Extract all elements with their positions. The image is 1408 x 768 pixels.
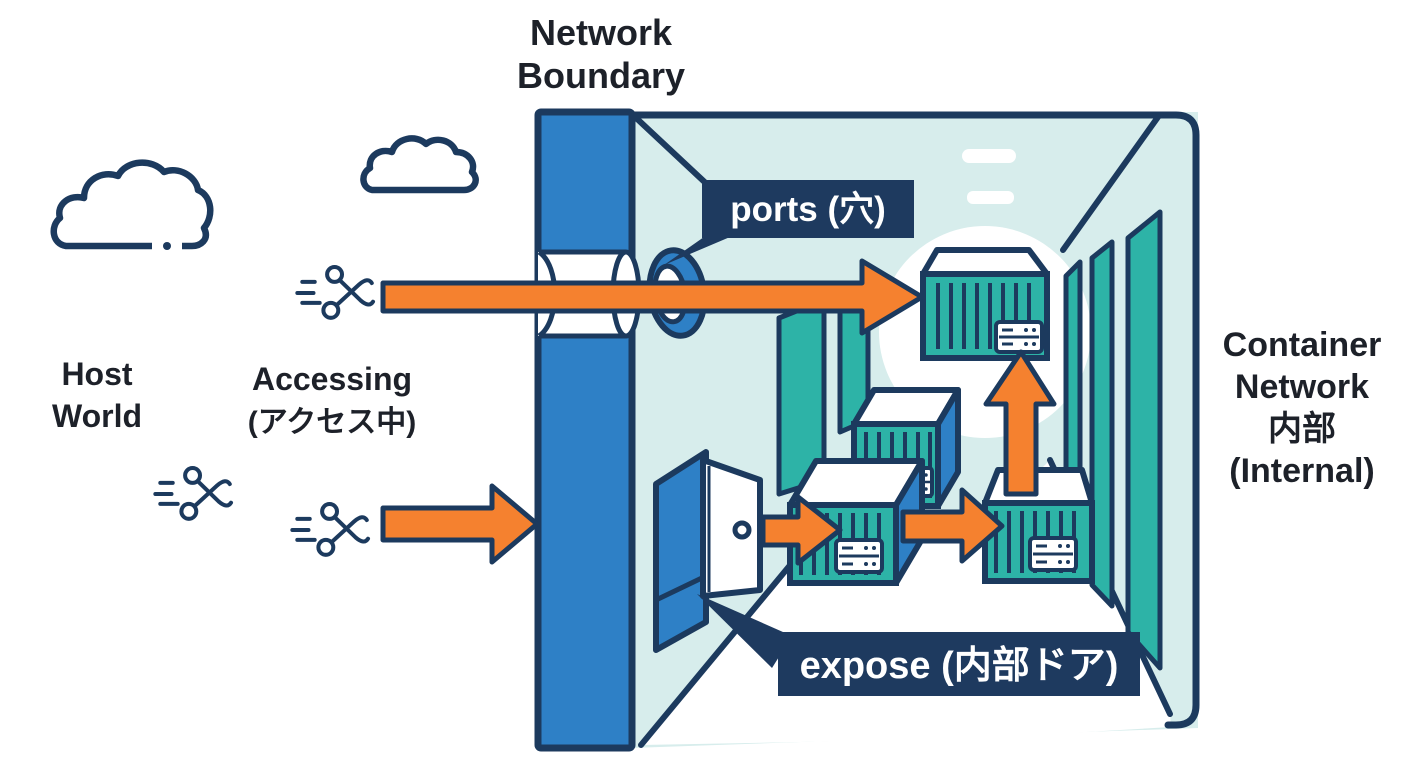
server-dots xyxy=(864,546,877,566)
container-network-line4: (Internal) xyxy=(1229,452,1374,490)
accessing-label: Accessing (アクセス中) xyxy=(248,361,416,439)
packet-icon xyxy=(155,468,231,519)
door-knob xyxy=(732,520,752,540)
door-panel xyxy=(700,457,763,599)
arrow-blocked-by-wall xyxy=(380,483,540,565)
server-rack-icon xyxy=(994,320,1044,354)
container-lid xyxy=(920,247,1050,277)
container-network-label: Container Network 内部 (Internal) xyxy=(1223,326,1382,490)
room-border xyxy=(628,111,1200,729)
host-world-line1: Host xyxy=(61,356,132,392)
server-lines xyxy=(999,328,1039,346)
expose-badge-tail xyxy=(697,594,792,668)
ceiling-light-icon xyxy=(962,149,1016,163)
traffic-arrows xyxy=(380,258,1057,566)
expose-badge-box xyxy=(778,632,1140,696)
arrow-through-port xyxy=(380,258,925,336)
container-icon xyxy=(920,247,1050,361)
container-network-line1: Container xyxy=(1223,326,1382,364)
ports-badge-label: ports (穴) xyxy=(730,190,886,229)
expose-badge: expose (内部ドア) xyxy=(697,594,1140,696)
container-ribs xyxy=(936,283,1031,349)
server-lines xyxy=(839,546,879,566)
ceiling-edge-right xyxy=(1060,114,1161,253)
cloud-icon xyxy=(360,135,479,194)
network-boundary-wall xyxy=(534,108,642,752)
server-dots xyxy=(1024,328,1037,346)
ports-badge: ports (穴) xyxy=(664,180,914,265)
server-dots xyxy=(1058,544,1071,564)
port-tunnel-edges xyxy=(539,249,626,339)
ceiling-light-icon xyxy=(967,191,1014,204)
arrow-door-to-container xyxy=(760,494,843,566)
server-lines xyxy=(1033,544,1073,564)
network-boundary-line2: Boundary xyxy=(517,55,685,96)
arrow-container-to-container xyxy=(900,487,1005,564)
cloud-icon xyxy=(50,159,214,250)
accessing-line1: Accessing xyxy=(252,361,412,397)
network-boundary-line1: Network xyxy=(530,12,673,53)
clouds xyxy=(50,135,479,250)
wall-panel xyxy=(1089,239,1115,609)
cloud-base-dot xyxy=(163,242,171,250)
container-network-line3: 内部 xyxy=(1268,410,1336,448)
door-threshold xyxy=(654,573,708,603)
expose-badge-label: expose (内部ドア) xyxy=(800,645,1119,687)
door-icon xyxy=(653,449,763,653)
wall-panel xyxy=(1125,209,1163,671)
network-boundary-label: Network Boundary xyxy=(517,12,685,96)
floor-edge-left xyxy=(638,555,799,748)
host-world-line2: World xyxy=(52,398,142,434)
container-network-line2: Network xyxy=(1235,368,1369,406)
accessing-line2: (アクセス中) xyxy=(248,406,416,439)
server-rack-icon xyxy=(1028,536,1078,572)
arrow-up-to-container xyxy=(983,349,1057,497)
ports-badge-tail xyxy=(664,237,730,265)
wall-slab xyxy=(534,108,636,752)
host-world-label: Host World xyxy=(52,356,142,434)
packet-icon xyxy=(297,267,373,318)
ports-badge-box xyxy=(702,180,914,238)
packet-icon xyxy=(292,504,368,555)
server-rack-icon xyxy=(834,538,884,574)
door-opening xyxy=(653,449,709,653)
